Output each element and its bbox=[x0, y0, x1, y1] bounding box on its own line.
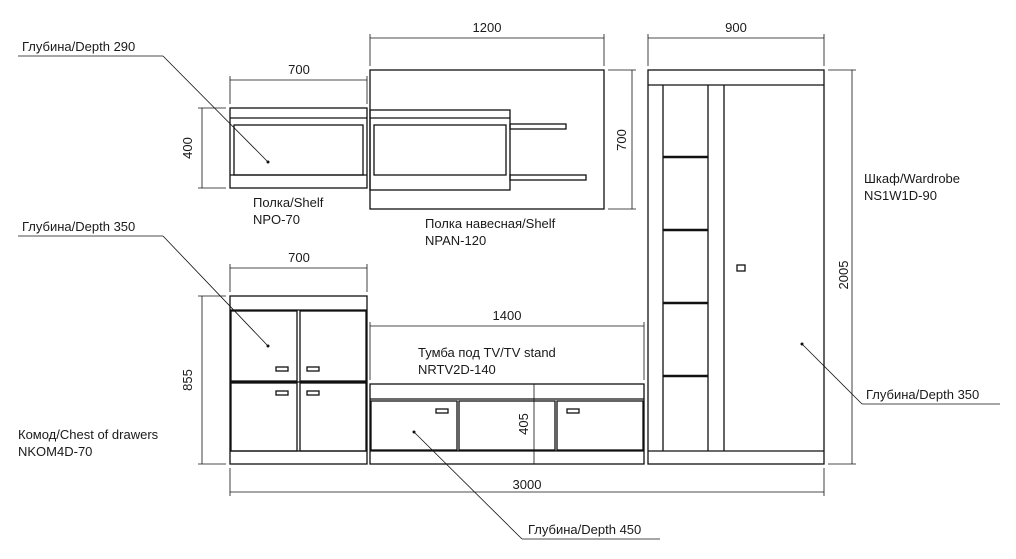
depth-label-wardrobe: Глубина/Depth 350 bbox=[866, 387, 979, 402]
dimension-hanging-shelf-width: 1200 bbox=[473, 20, 502, 35]
dimension-chest-height: 855 bbox=[180, 369, 195, 391]
shelf-npo-70 bbox=[229, 107, 368, 189]
dimension-tv-stand-height: 405 bbox=[516, 413, 531, 435]
depth-label-chest: Глубина/Depth 350 bbox=[22, 219, 135, 234]
tv-stand-handle bbox=[566, 408, 580, 414]
chest-handle bbox=[275, 366, 289, 372]
wardrobe-name: Шкаф/Wardrobe bbox=[864, 171, 960, 186]
wardrobe-code: NS1W1D-90 bbox=[864, 188, 937, 203]
dimension-wardrobe-width: 900 bbox=[725, 20, 747, 35]
dimension-total-width: 3000 bbox=[513, 477, 542, 492]
dimension-lines bbox=[198, 34, 856, 496]
dimension-wardrobe-height: 2005 bbox=[836, 261, 851, 290]
chest-handle bbox=[275, 390, 289, 396]
tv-stand-name: Тумба под TV/TV stand bbox=[418, 345, 556, 360]
shelf-code: NPO-70 bbox=[253, 212, 300, 227]
tv-stand-nrtv2d-140 bbox=[369, 383, 645, 465]
depth-label-shelf: Глубина/Depth 290 bbox=[22, 39, 135, 54]
dimension-chest-width: 700 bbox=[288, 250, 310, 265]
dimension-shelf-height: 400 bbox=[180, 137, 195, 159]
chest-nkom4d-70 bbox=[229, 295, 368, 465]
wardrobe-handle bbox=[736, 264, 746, 272]
tv-stand-handle bbox=[435, 408, 449, 414]
hanging-shelf-name: Полка навесная/Shelf bbox=[425, 216, 556, 231]
depth-label-tv-stand: Глубина/Depth 450 bbox=[528, 522, 641, 537]
hanging-shelf-npan-120 bbox=[369, 69, 605, 210]
hanging-shelf-code: NPAN-120 bbox=[425, 233, 486, 248]
chest-name: Комод/Chest of drawers bbox=[18, 427, 159, 442]
chest-handle bbox=[306, 390, 320, 396]
tv-stand-code: NRTV2D-140 bbox=[418, 362, 496, 377]
dimension-hanging-shelf-height: 700 bbox=[614, 129, 629, 151]
chest-handle bbox=[306, 366, 320, 372]
depth-leaders bbox=[18, 55, 1000, 540]
dimension-shelf-width: 700 bbox=[288, 62, 310, 77]
wardrobe-ns1w1d-90 bbox=[647, 69, 825, 465]
dimension-tv-stand-width: 1400 bbox=[493, 308, 522, 323]
chest-code: NKOM4D-70 bbox=[18, 444, 92, 459]
shelf-name: Полка/Shelf bbox=[253, 195, 324, 210]
